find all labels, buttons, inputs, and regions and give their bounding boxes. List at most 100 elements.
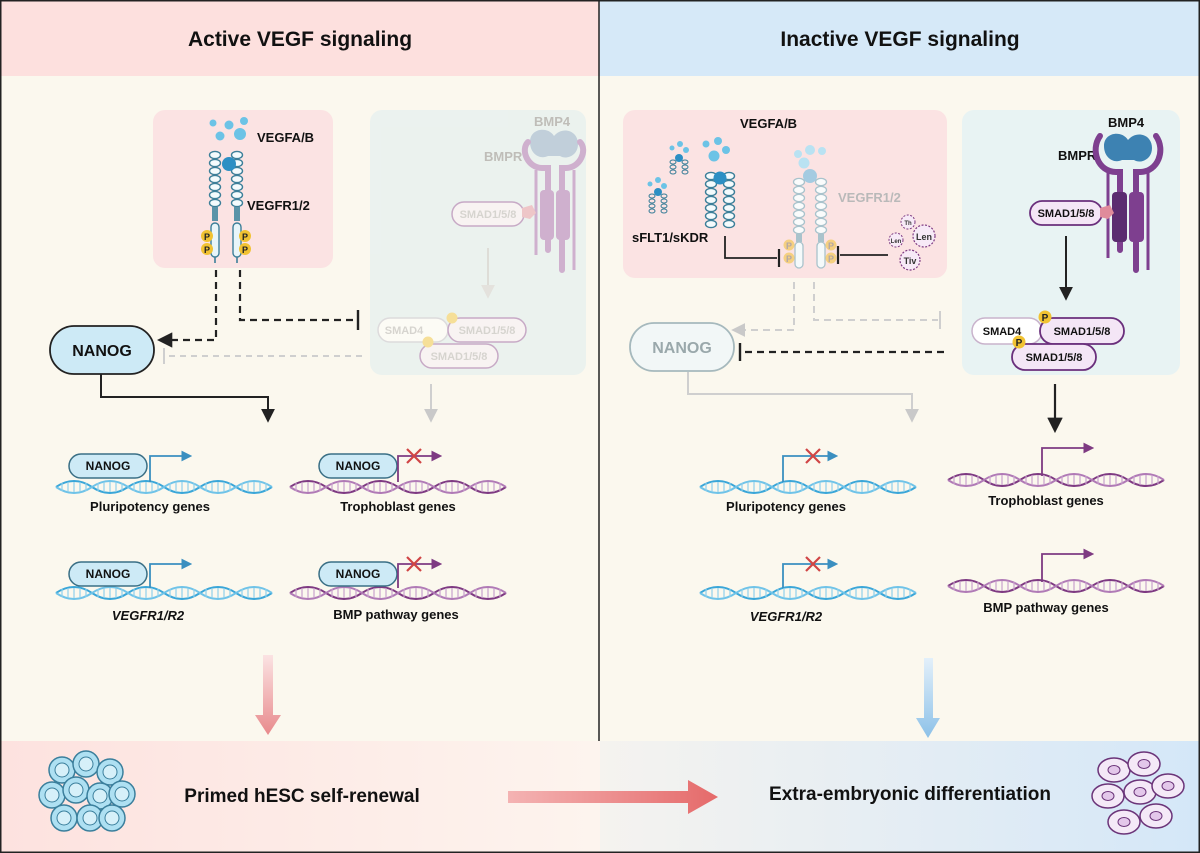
svg-text:NANOG: NANOG — [86, 567, 131, 581]
svg-text:SMAD1/5/8: SMAD1/5/8 — [431, 351, 488, 363]
phospho-icon — [1012, 335, 1026, 349]
left-panel-title: Active VEGF signaling — [188, 28, 412, 51]
blocked-x-icon — [406, 556, 422, 572]
kinase-inhibitors: Th Len Len Tiv — [888, 214, 936, 271]
vegfr-label: VEGFR1/2 — [838, 190, 901, 205]
left-outcome-arrow — [255, 655, 281, 735]
svg-text:Tiv: Tiv — [904, 256, 917, 266]
vegf-dot — [240, 117, 248, 125]
soluble-decoy-receptors — [647, 137, 736, 229]
svg-text:Len: Len — [916, 232, 932, 242]
phospho-icon — [783, 239, 795, 251]
left-gene-trophoblast: NANOG Trophoblast genes — [289, 448, 507, 514]
right-header-band — [599, 0, 1200, 76]
svg-text:SMAD4: SMAD4 — [983, 326, 1022, 338]
transcription-arrow — [1041, 548, 1095, 582]
nanog-bound — [68, 561, 148, 587]
phospho-group: P P P P — [201, 230, 251, 255]
vegf-label: VEGFA/B — [257, 130, 314, 145]
phospho-icon — [201, 243, 213, 255]
left-gene-bmp-pathway: NANOG BMP pathway genes — [289, 556, 507, 622]
svg-text:SMAD4: SMAD4 — [385, 325, 424, 337]
decoy-inhibit-line — [724, 236, 777, 259]
transcription-arrow — [397, 450, 443, 482]
vegfr-inhibit-bmp-line — [813, 282, 938, 321]
transcription-arrow — [397, 558, 443, 588]
inhibitor-icon — [912, 224, 936, 248]
gene-label: BMP pathway genes — [983, 600, 1108, 615]
bmp-box — [962, 110, 1180, 375]
smad158-node — [447, 317, 527, 343]
left-gene-pluripotency: NANOG Pluripotency genes — [55, 450, 273, 514]
right-vegf-receptor-module: VEGFA/B sFLT1/sKDR — [623, 110, 947, 278]
gene-label: Pluripotency genes — [90, 499, 210, 514]
svg-text:NANOG: NANOG — [652, 340, 712, 357]
vegf-bound-ligand — [222, 157, 236, 171]
blocked-x-icon — [805, 556, 821, 572]
vegf-label: VEGFA/B — [740, 116, 797, 131]
smad4-node — [377, 317, 449, 343]
transcription-arrow — [149, 558, 193, 588]
transition-arrow — [508, 780, 718, 814]
svg-text:P: P — [204, 232, 210, 242]
right-panel-title: Inactive VEGF signaling — [780, 28, 1019, 51]
vegf-dot — [215, 131, 225, 141]
vegfr-tm — [212, 207, 218, 221]
left-nanog-node: NANOG — [49, 325, 155, 375]
right-signal-arrows — [687, 282, 1063, 434]
svg-text:P: P — [1016, 338, 1023, 349]
gene-label: Pluripotency genes — [726, 499, 846, 514]
smad158-node — [419, 343, 499, 369]
svg-text:NANOG: NANOG — [336, 459, 381, 473]
svg-text:SMAD1/5/8: SMAD1/5/8 — [1026, 352, 1083, 364]
vegfr-inhibit-bmp-line — [238, 270, 356, 322]
nanog-to-genes-arrow — [687, 372, 919, 423]
svg-text:P: P — [828, 241, 834, 251]
vegfr-to-nanog-arrow — [731, 282, 795, 337]
smad158-receptor-bound — [451, 201, 525, 227]
nanog-bound — [318, 453, 398, 479]
bmpr-label: BMPR — [1058, 148, 1097, 163]
transcription-arrow — [782, 450, 839, 482]
left-header-band — [0, 0, 599, 76]
nanog-bound — [68, 453, 148, 479]
svg-text:SMAD1/5/8: SMAD1/5/8 — [1038, 208, 1095, 220]
left-vegf-receptor-module: VEGFA/B VEGFR1/2 P P P P — [153, 110, 333, 268]
svg-text:Len: Len — [891, 239, 902, 245]
right-outcome-arrow — [916, 658, 940, 738]
bmpr-label: BMPR — [484, 149, 523, 164]
svg-text:NANOG: NANOG — [336, 567, 381, 581]
smad158-node — [1011, 343, 1097, 371]
svg-text:P: P — [242, 232, 248, 242]
left-outcome-label: Primed hESC self-renewal — [184, 786, 419, 807]
inhibitor-icon — [899, 249, 921, 271]
svg-text:SMAD1/5/8: SMAD1/5/8 — [459, 325, 516, 337]
left-gene-vegfr: NANOG VEGFR1/R2 — [55, 558, 273, 623]
svg-text:Th: Th — [904, 221, 912, 227]
vegfr-chain-left — [208, 150, 222, 208]
bmp4-label: BMP4 — [1108, 115, 1145, 130]
vegf-dot — [224, 120, 234, 130]
svg-text:P: P — [786, 254, 792, 264]
svg-text:NANOG: NANOG — [86, 459, 131, 473]
right-bmp-module: BMP4 BMPR SMAD1/5/8 SMAD4 SMAD1/5/8 SMAD… — [962, 110, 1180, 375]
svg-text:P: P — [1042, 313, 1049, 324]
blocked-x-icon — [406, 448, 422, 464]
phospho-icon — [422, 336, 434, 348]
bmp4-ligand — [1104, 133, 1152, 162]
gene-label: VEGFR1/R2 — [750, 609, 823, 624]
vegfr-box — [153, 110, 333, 268]
phospho-icon — [783, 252, 795, 264]
svg-text:SMAD1/5/8: SMAD1/5/8 — [460, 209, 517, 221]
gene-label: Trophoblast genes — [340, 499, 456, 514]
svg-text:NANOG: NANOG — [72, 343, 132, 360]
transcription-arrow — [1041, 442, 1095, 476]
vegf-dot — [209, 119, 217, 127]
bmp4-ligand — [530, 129, 578, 158]
right-gene-pluripotency: Pluripotency genes — [699, 448, 917, 514]
transcription-arrow — [149, 450, 193, 482]
bmp4-label: BMP4 — [534, 114, 571, 129]
gene-label: VEGFR1/R2 — [112, 608, 185, 623]
